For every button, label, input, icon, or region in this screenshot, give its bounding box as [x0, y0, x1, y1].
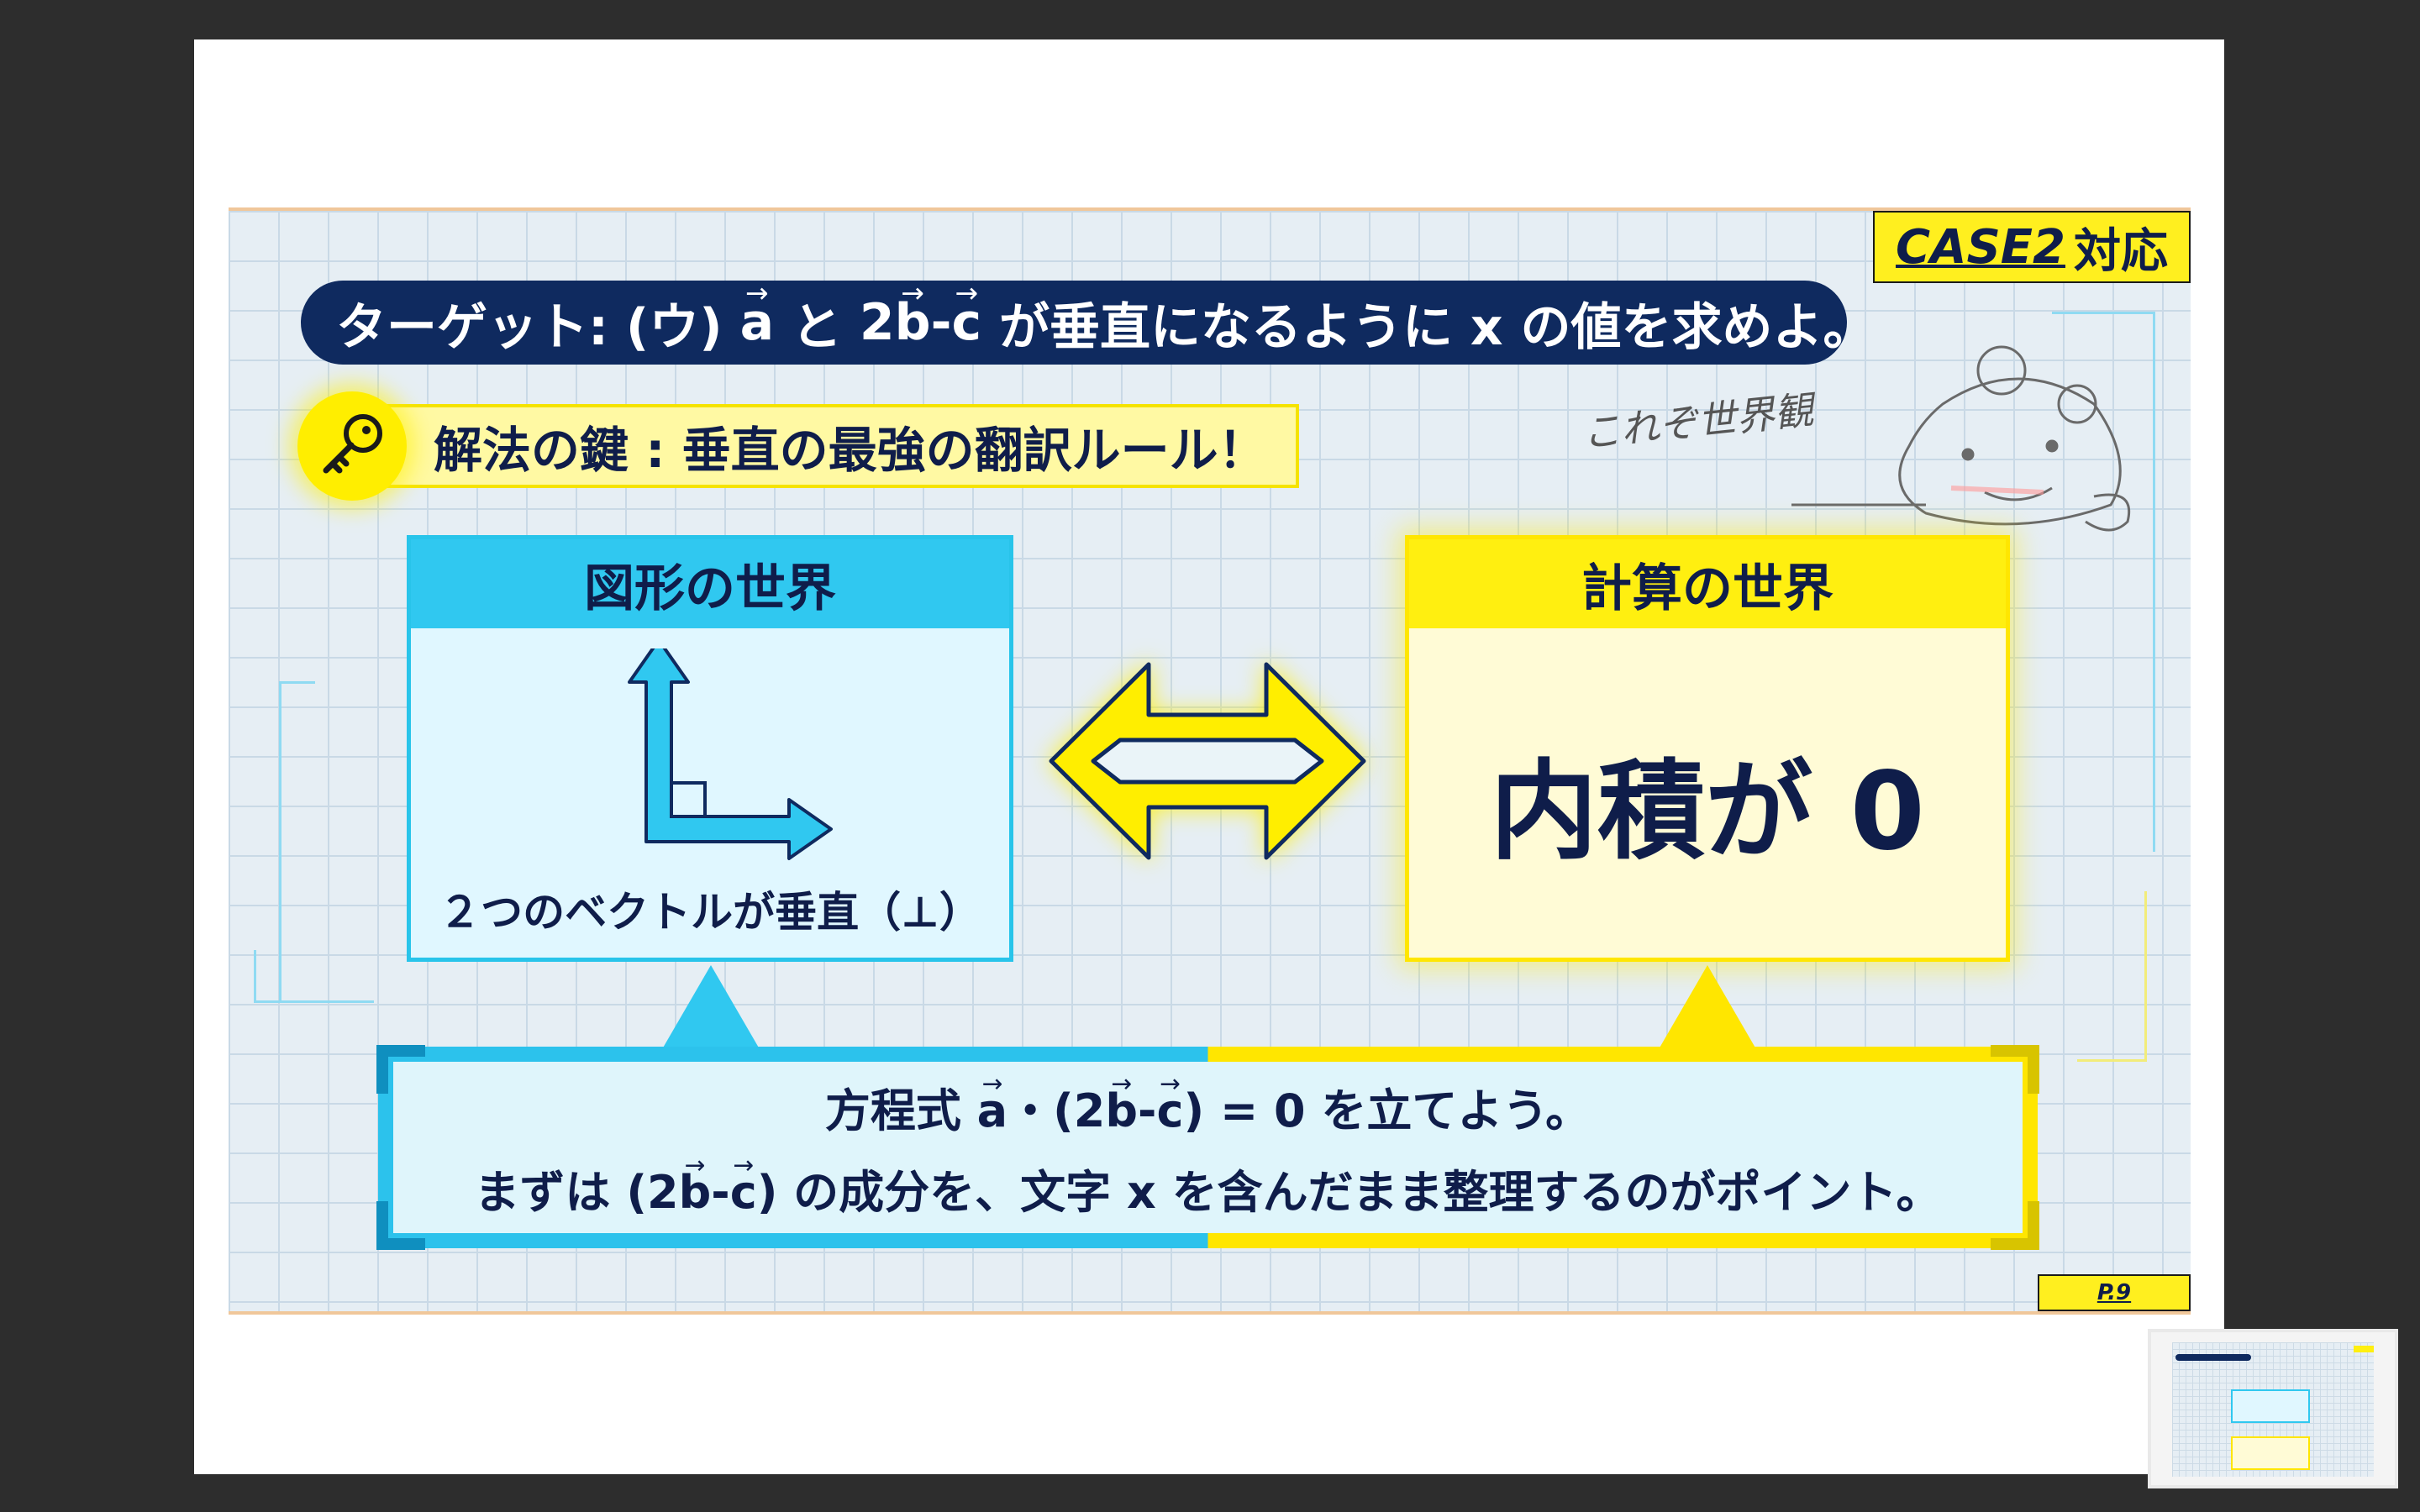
- vector-a: a: [740, 293, 775, 352]
- decor-line: [2052, 312, 2155, 852]
- eq1-dash: -: [1138, 1084, 1157, 1137]
- vector-b: b: [895, 293, 931, 352]
- calculation-world-panel: 計算の世界 内積が 0: [1405, 535, 2010, 962]
- eq2-dash: -: [711, 1166, 730, 1219]
- eq2-suffix: ) の成分を、文字 x を含んだまま整理するのがポイント。: [756, 1166, 1942, 1219]
- vector-c: c: [952, 293, 982, 352]
- target-expr-coef: 2: [859, 293, 895, 352]
- eq1-vector-c: c: [1156, 1084, 1183, 1137]
- target-mid: と: [774, 297, 860, 357]
- page-number-tag: P.9: [2038, 1274, 2191, 1311]
- corner-bracket: [376, 1045, 425, 1094]
- calculation-world-title: 計算の世界: [1409, 539, 2006, 628]
- target-banner: ターゲット: (ウ) a と 2 b - c が垂直になるように x の値を求め…: [301, 281, 1873, 365]
- key-icon: [297, 391, 407, 501]
- eq2-vector-b: b: [679, 1166, 712, 1219]
- eq1-dot: ・(2: [1007, 1084, 1106, 1137]
- decor-line: [279, 681, 315, 1003]
- bear-doodle-icon: [1791, 345, 2130, 532]
- equation-box: 方程式 a・(2b-c) = 0 を立てよう。 まずは (2b-c) の成分を、…: [376, 1045, 2039, 1250]
- eq1-vector-a: a: [977, 1084, 1007, 1137]
- slide: CASE2 対応 ターゲット: (ウ) a と 2 b - c が垂直になるよう…: [229, 207, 2191, 1315]
- corner-bracket: [1991, 1201, 2039, 1250]
- double-arrow-icon: [1049, 662, 1366, 860]
- case-badge: CASE2 対応: [1873, 211, 2191, 283]
- equation-line-1: 方程式 a・(2b-c) = 0 を立てよう。: [825, 1074, 1591, 1140]
- corner-bracket: [376, 1201, 425, 1250]
- eq1-vector-b: b: [1105, 1084, 1138, 1137]
- eq2-prefix: まずは (2: [474, 1166, 679, 1219]
- target-suffix: が垂直になるように x の値を求めよ。: [981, 297, 1874, 357]
- case-badge-suffix: 対応: [2074, 223, 2168, 279]
- dot-product-zero-text: 内積が 0: [1490, 749, 1925, 874]
- perpendicular-arrows-icon: [628, 648, 833, 860]
- perpendicular-caption: ２つのベクトルが垂直（⊥）: [439, 888, 981, 937]
- geometry-world-panel: 図形の世界 ２つのベクトルが垂直（⊥）: [407, 535, 1013, 962]
- target-prefix: ターゲット: (ウ): [336, 297, 740, 357]
- corner-bracket: [1991, 1045, 2039, 1094]
- pointer-triangle-left: [662, 965, 760, 1049]
- key-banner-text: 解法の鍵 : 垂直の最強の翻訳ルール！: [434, 422, 1267, 479]
- case-badge-word: CASE2: [1896, 219, 2065, 275]
- target-expr-dash: -: [930, 293, 952, 352]
- slide-thumbnail-preview: [2172, 1342, 2374, 1477]
- pointer-triangle-right: [1659, 965, 1756, 1049]
- slide-thumbnail[interactable]: [2148, 1329, 2398, 1488]
- eq1-prefix: 方程式: [824, 1084, 977, 1137]
- decor-line: [254, 950, 374, 1003]
- equation-box-inner: 方程式 a・(2b-c) = 0 を立てよう。 まずは (2b-c) の成分を、…: [393, 1062, 2023, 1233]
- geometry-world-title: 図形の世界: [411, 539, 1009, 628]
- eq1-suffix: ) = 0 を立てよう。: [1183, 1084, 1591, 1137]
- eq2-vector-c: c: [730, 1166, 757, 1219]
- decor-line: [2077, 891, 2147, 1062]
- equation-line-2: まずは (2b-c) の成分を、文字 x を含んだまま整理するのがポイント。: [475, 1155, 1942, 1221]
- key-banner: 解法の鍵 : 垂直の最強の翻訳ルール！: [371, 404, 1299, 488]
